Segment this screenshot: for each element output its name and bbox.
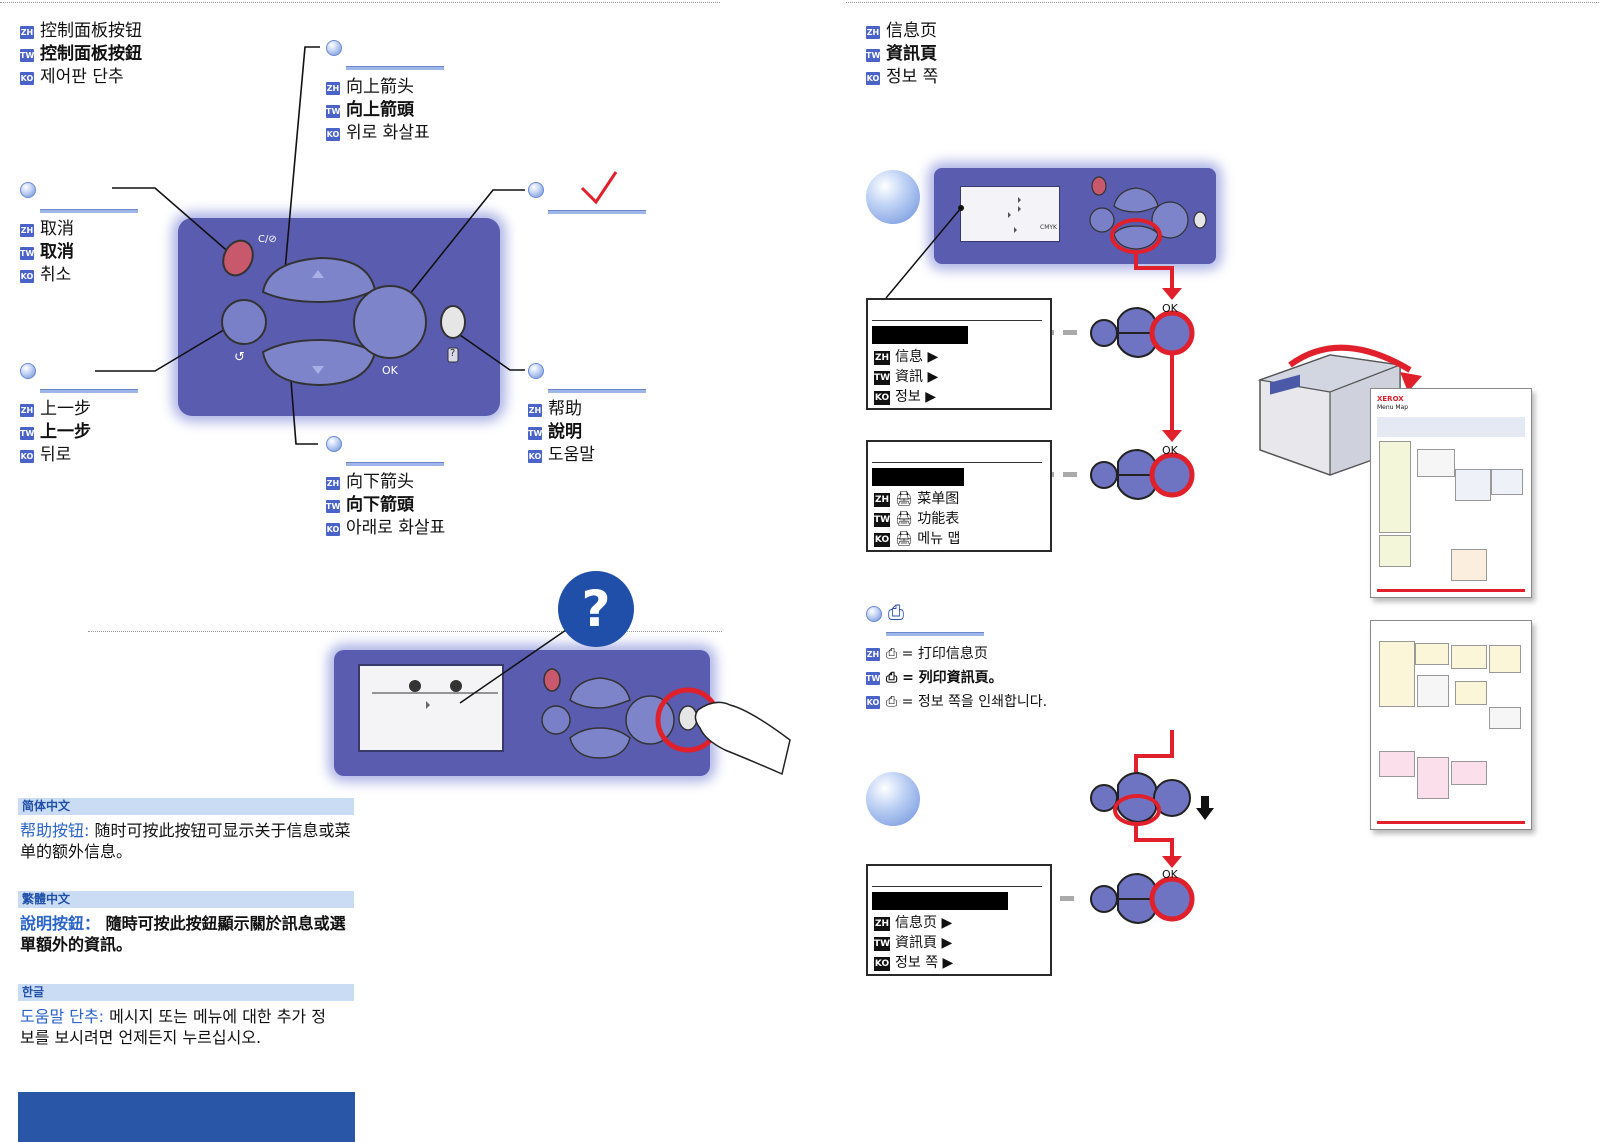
- menu-screen-2-selection: [872, 468, 964, 486]
- right-page-graphics: [885, 176, 1214, 925]
- step-2-bubble: [866, 772, 920, 826]
- cancel-button: [222, 239, 254, 277]
- panel-cancel-label: C/⊘: [258, 234, 277, 245]
- ok-highlight-1: [1149, 310, 1195, 356]
- down-arrow-icon: [1196, 808, 1214, 820]
- top-divider-left: [0, 2, 720, 3]
- step-1-bubble: [866, 170, 920, 224]
- help-button: [440, 305, 466, 339]
- callout-bubble-back: [20, 363, 36, 379]
- middle-divider: [88, 631, 722, 632]
- footer-bar: [18, 1092, 355, 1142]
- callout-bubble-ok: [528, 182, 544, 198]
- section-text-tw: 說明按鈕： 隨時可按此按鈕顯示關於訊息或選單額外的資訊。: [20, 914, 346, 954]
- ok-label-2: OK: [1162, 444, 1178, 457]
- callout-bubble-up: [326, 40, 342, 56]
- leader-up: [284, 46, 320, 271]
- ok-highlight-3: [1149, 876, 1195, 922]
- top-divider-right: [846, 2, 1599, 3]
- ok-label-3: OK: [1162, 868, 1178, 881]
- print-curved-arrow: [1288, 344, 1412, 373]
- ok-button: [353, 285, 427, 359]
- control-panel-buttons: [95, 46, 618, 445]
- menu-screen-2: ZH🖨 菜单图 TW🖨 功能表 KO🖨 메뉴 맵: [866, 440, 1052, 552]
- callout-underline-up: [346, 66, 444, 70]
- callout-underline-help: [548, 389, 646, 393]
- callout-underline-down: [346, 462, 444, 466]
- leader-ok: [404, 189, 525, 301]
- callout-bubble-down: [326, 436, 342, 452]
- leader-cancel: [112, 187, 233, 256]
- print-info: ZH⎙ = 打印信息页 TW⎙ = 列印資訊頁。 KO⎙ = 정보 쪽을 인쇄합…: [866, 646, 1048, 710]
- menu-map-sheet-2: [1370, 620, 1532, 830]
- section-text-zh: 帮助按钮: 随时可按此按钮可显示关于信息或菜单的额外信息。: [20, 821, 351, 861]
- help-panel-graphics: ?: [372, 571, 791, 776]
- print-underline: [886, 632, 984, 636]
- help-panel-lcd: [358, 664, 504, 752]
- panel-help-label: ?: [450, 348, 456, 359]
- callout-underline-ok: [548, 210, 646, 214]
- check-mark-icon: [580, 171, 618, 205]
- section-header-tw: 繁體中文: [18, 891, 354, 908]
- menu-map-sheet-1: XEROX Menu Map: [1370, 388, 1532, 598]
- ok-label-1: OK: [1162, 302, 1178, 315]
- leader-back: [95, 324, 233, 372]
- callout-bubble-cancel: [20, 182, 36, 198]
- help-question-icon: [558, 571, 634, 647]
- print-bubble: [866, 606, 882, 622]
- ok-highlight-2: [1149, 452, 1195, 498]
- callout-underline-back: [40, 389, 138, 393]
- svg-text:?: ?: [581, 580, 610, 638]
- menu-screen-3-selection: [872, 892, 1008, 910]
- section-header-zh: 简体中文: [18, 798, 354, 815]
- callout-underline-cancel: [40, 209, 138, 213]
- down-arrow-button: [261, 338, 377, 387]
- help-symbol-icon: [447, 347, 459, 363]
- menu-screen-1-selection: [872, 326, 968, 344]
- up-arrow-button: [261, 256, 377, 304]
- back-button: [221, 299, 267, 345]
- section-text-ko: 도움말 단추: 메시지 또는 메뉴에 대한 추가 정보를 보시려면 언제든지 누…: [20, 1007, 326, 1047]
- menu-map-brand: XEROX: [1377, 395, 1404, 403]
- panel-ok-label: OK: [382, 364, 398, 377]
- leader-down: [289, 367, 318, 445]
- menu-map-title: Menu Map: [1377, 404, 1409, 411]
- section-header-ko: 한글: [18, 984, 354, 1001]
- leader-help: [459, 334, 525, 371]
- callout-bubble-help: [528, 363, 544, 379]
- print-icon: ⎙: [888, 600, 904, 624]
- step-1-lcd-text: CMYK: [1040, 224, 1057, 231]
- panel-back-label: ↺: [234, 350, 245, 365]
- hand-icon: [694, 701, 791, 776]
